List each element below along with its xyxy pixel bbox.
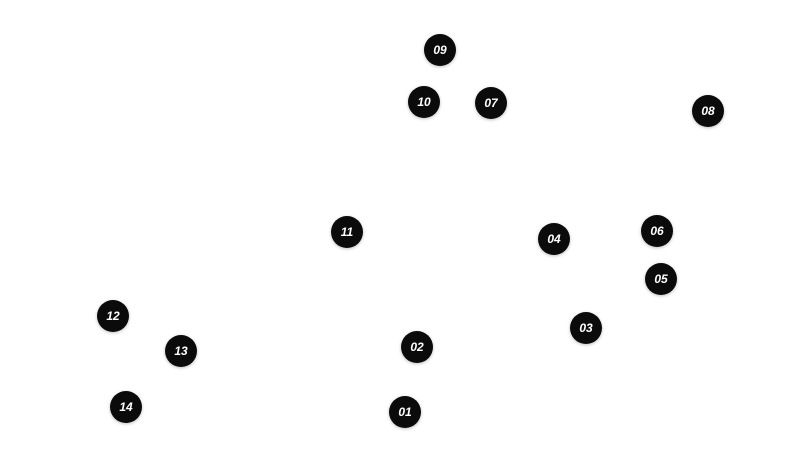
marker-label: 10 [417,95,431,109]
marker-01[interactable]: 01 [389,396,421,428]
marker-11[interactable]: 11 [331,216,363,248]
marker-12[interactable]: 12 [97,300,129,332]
marker-label: 04 [547,232,561,246]
marker-14[interactable]: 14 [110,391,142,423]
marker-label: 08 [701,104,715,118]
marker-09[interactable]: 09 [424,34,456,66]
marker-03[interactable]: 03 [570,312,602,344]
marker-08[interactable]: 08 [692,95,724,127]
marker-label: 14 [119,400,133,414]
marker-label: 07 [484,96,498,110]
marker-label: 05 [654,272,668,286]
marker-label: 03 [579,321,593,335]
marker-04[interactable]: 04 [538,223,570,255]
marker-13[interactable]: 13 [165,335,197,367]
marker-label: 09 [433,43,447,57]
marker-label: 11 [340,225,354,239]
marker-label: 01 [398,405,412,419]
marker-label: 06 [650,224,664,238]
marker-05[interactable]: 05 [645,263,677,295]
marker-10[interactable]: 10 [408,86,440,118]
marker-02[interactable]: 02 [401,331,433,363]
marker-06[interactable]: 06 [641,215,673,247]
marker-label: 02 [410,340,424,354]
marker-07[interactable]: 07 [475,87,507,119]
marker-label: 12 [106,309,120,323]
marker-label: 13 [174,344,188,358]
